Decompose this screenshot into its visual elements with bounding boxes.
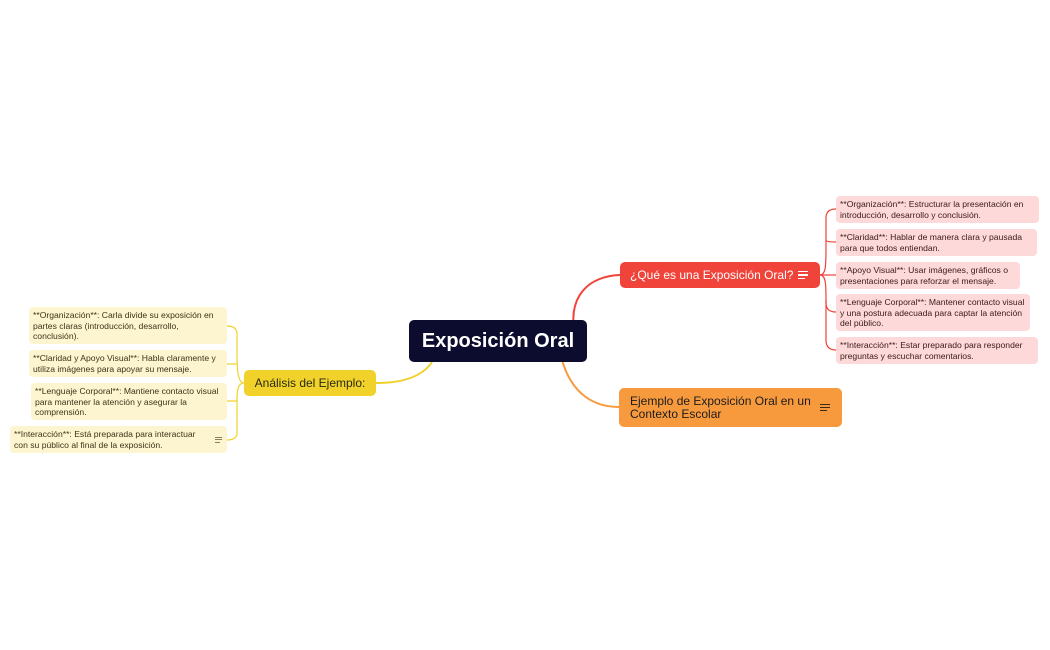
subtopic-text: **Interacción**: Estar preparado para re… [840, 340, 1023, 361]
topic-que-es-exposicion[interactable]: ¿Qué es una Exposición Oral? [620, 262, 820, 288]
notes-icon[interactable] [215, 436, 222, 443]
subtopic-text: **Claridad**: Hablar de manera clara y p… [840, 232, 1023, 253]
subtopic-analisis-organizacion[interactable]: **Organización**: Carla divide su exposi… [29, 307, 227, 344]
notes-icon[interactable] [798, 271, 808, 279]
subtopic-text: **Lenguaje Corporal**: Mantener contacto… [840, 297, 1025, 328]
central-topic[interactable]: Exposición Oral [409, 320, 587, 362]
subtopic-text: **Organización**: Estructurar la present… [840, 199, 1024, 220]
subtopic-interaccion[interactable]: **Interacción**: Estar preparado para re… [836, 337, 1038, 364]
subtopic-analisis-claridad[interactable]: **Claridad y Apoyo Visual**: Habla clara… [29, 350, 227, 377]
topic-label: Análisis del Ejemplo: [254, 376, 366, 390]
subtopic-text: **Organización**: Carla divide su exposi… [33, 310, 214, 341]
topic-label: Ejemplo de Exposición Oral en un Context… [630, 393, 811, 421]
subtopic-text: **Interacción**: Está preparada para int… [14, 429, 196, 450]
topic-ejemplo-exposicion[interactable]: Ejemplo de Exposición Oral en un Context… [619, 388, 842, 427]
subtopic-analisis-lenguaje-corporal[interactable]: **Lenguaje Corporal**: Mantiene contacto… [31, 383, 227, 420]
subtopic-text: **Apoyo Visual**: Usar imágenes, gráfico… [840, 265, 1008, 286]
notes-icon[interactable] [820, 403, 830, 412]
subtopic-analisis-interaccion[interactable]: **Interacción**: Está preparada para int… [10, 426, 227, 453]
subtopic-lenguaje-corporal[interactable]: **Lenguaje Corporal**: Mantener contacto… [836, 294, 1030, 331]
subtopic-claridad[interactable]: **Claridad**: Hablar de manera clara y p… [836, 229, 1037, 256]
central-topic-label: Exposición Oral [421, 329, 575, 352]
subtopic-text: **Lenguaje Corporal**: Mantiene contacto… [35, 386, 219, 417]
subtopic-organizacion[interactable]: **Organización**: Estructurar la present… [836, 196, 1039, 223]
subtopic-apoyo-visual[interactable]: **Apoyo Visual**: Usar imágenes, gráfico… [836, 262, 1020, 289]
topic-analisis-ejemplo[interactable]: Análisis del Ejemplo: [244, 370, 376, 396]
subtopic-text: **Claridad y Apoyo Visual**: Habla clara… [33, 353, 216, 374]
topic-label: ¿Qué es una Exposición Oral? [630, 268, 794, 282]
